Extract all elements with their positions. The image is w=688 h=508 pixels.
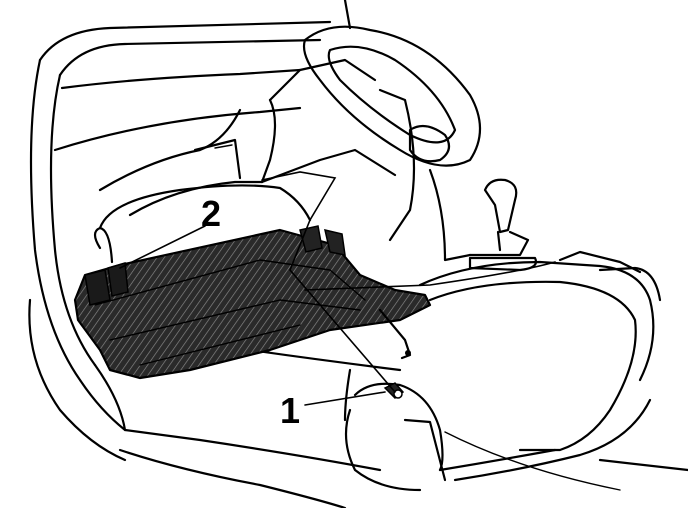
leader-lines [119,171,556,406]
dashboard [53,68,302,217]
callout-label-1: 1 [280,390,301,431]
steering-wheel [260,0,481,184]
glovebox-assembly [73,184,432,380]
floor [28,298,688,508]
gear-shifter [468,178,538,272]
passenger-seat [344,250,662,492]
center-console [378,88,530,262]
a-pillar-frame [29,20,332,432]
callout-label-2: 2 [201,193,222,234]
